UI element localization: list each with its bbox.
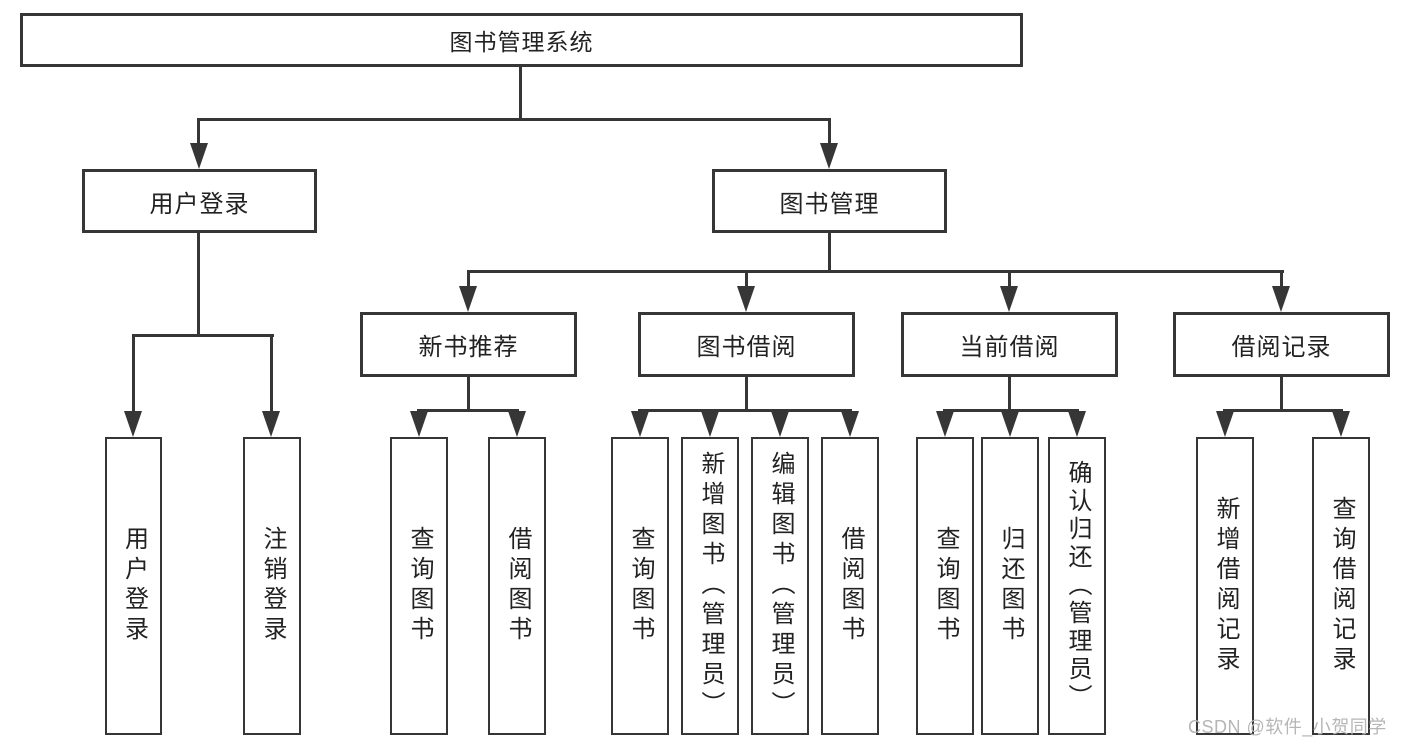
node-label: 用户登录 (120, 526, 148, 646)
node-label: 确认归还（管理员） (1064, 460, 1091, 712)
leaf-query-books-current: 查询图书 (916, 437, 974, 735)
arrow-down-icon (936, 411, 954, 437)
arrow-down-icon (820, 143, 838, 169)
edge-level3-stem (1280, 270, 1283, 287)
node-label: 借阅图书 (837, 526, 864, 646)
arrow-down-icon (841, 411, 859, 437)
arrow-down-icon (459, 286, 477, 312)
edge-user-login-stem (197, 118, 200, 146)
node-label: 借阅记录 (1231, 334, 1332, 361)
node-borrow-records: 借阅记录 (1173, 312, 1390, 377)
node-label: 图书管理 (779, 190, 880, 218)
node-book-borrow: 图书借阅 (638, 312, 855, 377)
node-label: 用户登录 (149, 190, 250, 218)
node-label: 归还图书 (997, 526, 1024, 646)
edge-l4-rail (943, 409, 1079, 412)
edge-l4-drop (1008, 377, 1011, 412)
node-label: 新增图书（管理员） (697, 451, 724, 721)
arrow-down-icon (1272, 286, 1290, 312)
edge-l4-drop (745, 377, 748, 412)
edge-book-mgmt-drop (828, 233, 831, 273)
leaf-query-books-recommend: 查询图书 (390, 437, 448, 735)
edge-user-login-drop (197, 233, 200, 337)
leaf-logout: 注销登录 (243, 437, 301, 735)
node-label: 新书推荐 (418, 334, 519, 361)
node-label: 注销登录 (259, 526, 286, 646)
node-new-book-recommend: 新书推荐 (360, 312, 577, 377)
node-label: 查询借阅记录 (1328, 496, 1355, 676)
leaf-confirm-return-admin: 确认归还（管理员） (1048, 437, 1106, 735)
arrow-down-icon (701, 411, 719, 437)
node-label: 新增借阅记录 (1212, 496, 1239, 676)
arrow-down-icon (1000, 286, 1018, 312)
leaf-query-books-borrow: 查询图书 (611, 437, 669, 735)
node-label: 当前借阅 (959, 334, 1060, 361)
node-label: 查询图书 (627, 526, 654, 646)
arrow-down-icon (1216, 411, 1234, 437)
csdn-watermark: CSDN @软件_小贺同学 (1188, 717, 1387, 737)
arrow-down-icon (737, 286, 755, 312)
edge-l4-rail (417, 409, 519, 412)
edge-level2-rail (197, 118, 831, 121)
edge-root-drop (519, 67, 522, 121)
leaf-borrow-books: 借阅图书 (821, 437, 879, 735)
arrow-down-icon (1332, 411, 1350, 437)
node-root-library-system: 图书管理系统 (20, 13, 1023, 67)
arrow-down-icon (771, 411, 789, 437)
arrow-down-icon (1068, 411, 1086, 437)
edge-level3-stem (745, 270, 748, 287)
arrow-down-icon (631, 411, 649, 437)
node-label: 编辑图书（管理员） (767, 451, 794, 721)
arrow-down-icon (508, 411, 526, 437)
arrow-down-icon (410, 411, 428, 437)
edge-level3-rail (467, 270, 1284, 273)
edge-leaf-stem (132, 334, 135, 412)
node-book-management: 图书管理 (712, 169, 947, 233)
arrow-down-icon (262, 411, 280, 437)
leaf-user-login: 用户登录 (105, 437, 162, 735)
node-label: 查询图书 (406, 526, 433, 646)
edge-l4-drop (467, 377, 470, 412)
edge-book-mgmt-stem (828, 118, 831, 146)
edge-leaf-stem (270, 334, 273, 412)
node-current-borrow: 当前借阅 (901, 312, 1118, 377)
leaf-query-borrow-record: 查询借阅记录 (1312, 437, 1370, 735)
leaf-add-borrow-record: 新增借阅记录 (1196, 437, 1254, 735)
node-label: 借阅图书 (504, 526, 531, 646)
leaf-add-books-admin: 新增图书（管理员） (681, 437, 739, 735)
leaf-edit-books-admin: 编辑图书（管理员） (751, 437, 809, 735)
node-label: 查询图书 (932, 526, 959, 646)
edge-l4-rail (1223, 409, 1343, 412)
arrow-down-icon (1001, 411, 1019, 437)
edge-level3-stem (1008, 270, 1011, 287)
arrow-down-icon (124, 411, 142, 437)
edge-l4-rail (638, 409, 852, 412)
edge-user-login-rail (132, 334, 274, 337)
edge-level3-stem (467, 270, 470, 287)
node-label: 图书借阅 (696, 334, 797, 361)
arrow-down-icon (190, 143, 208, 169)
node-user-login: 用户登录 (82, 169, 317, 233)
node-label: 图书管理系统 (449, 29, 594, 55)
leaf-borrow-books-recommend: 借阅图书 (488, 437, 546, 735)
leaf-return-books: 归还图书 (981, 437, 1039, 735)
edge-l4-drop (1280, 377, 1283, 412)
